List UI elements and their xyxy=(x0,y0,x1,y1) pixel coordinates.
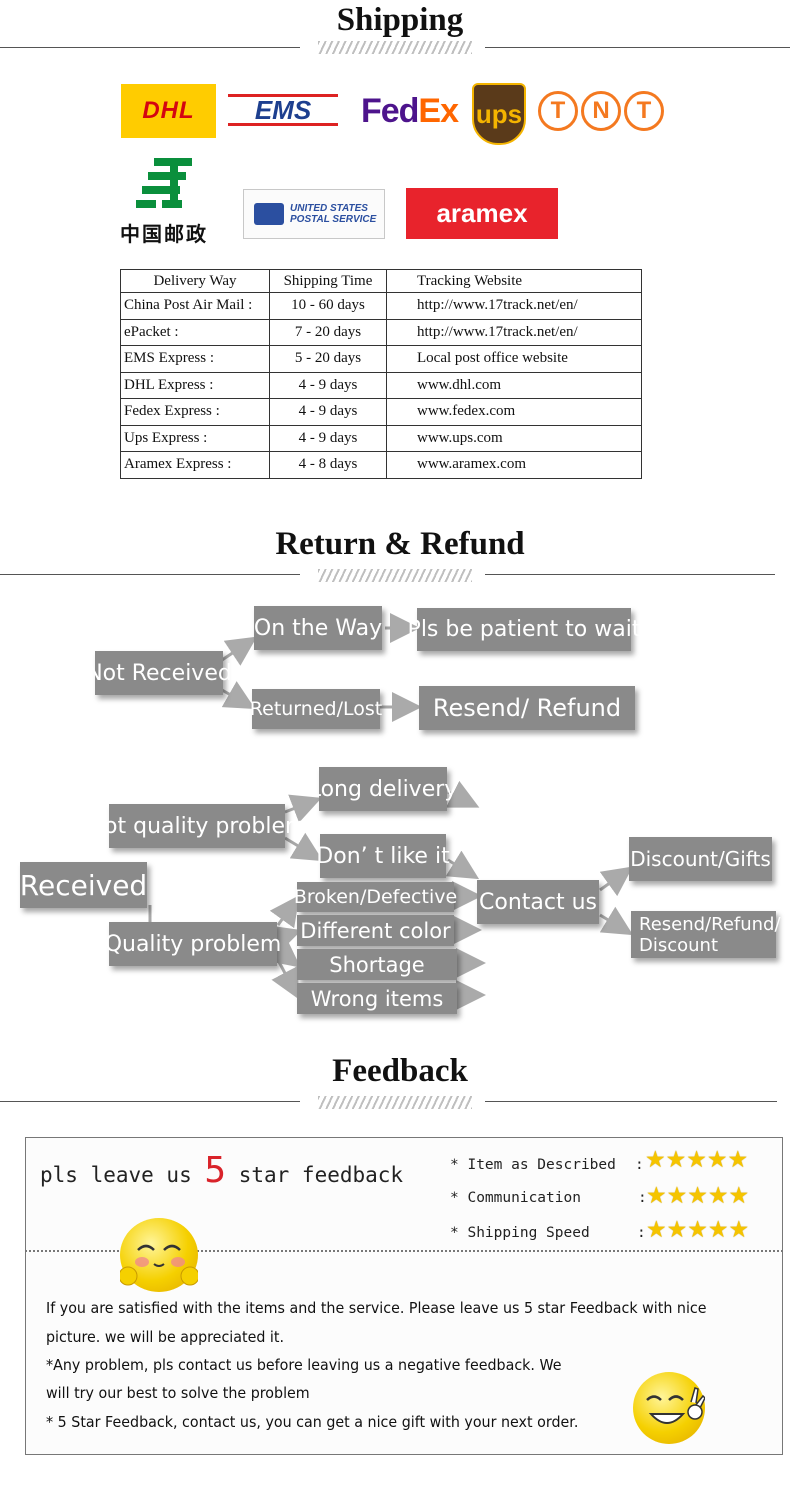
star-rating: ★★★★★ xyxy=(646,1182,750,1208)
rating-label: * Communication xyxy=(450,1190,581,1206)
table-header: Tracking Website xyxy=(386,269,642,293)
table-cell: www.dhl.com xyxy=(386,371,642,399)
ups-logo: ups xyxy=(472,83,526,145)
table-cell: EMS Express : xyxy=(120,345,270,373)
divider-right xyxy=(485,1101,777,1102)
on-the-way-box: On the Way xyxy=(254,606,382,650)
feedback-line: picture. we will be appreciated it. xyxy=(46,1328,285,1346)
table-cell: 4 - 9 days xyxy=(269,398,387,426)
discount-gifts-box: Discount/Gifts xyxy=(629,837,772,881)
shipping-table: Delivery Way Shipping Time Tracking Webs… xyxy=(120,269,642,479)
feedback-line: *Any problem, pls contact us before leav… xyxy=(46,1356,562,1374)
contact-us-box: Contact us xyxy=(477,880,599,924)
leave-feedback-heading: pls leave us 5 star feedback xyxy=(40,1150,404,1191)
not-received-box: Not Received xyxy=(86,651,232,695)
refund-title: Return & Refund xyxy=(0,526,800,563)
table-cell: DHL Express : xyxy=(120,371,270,399)
table-header: Delivery Way xyxy=(120,269,270,293)
divider-right xyxy=(485,47,790,48)
resend-refund-box: Resend/ Refund xyxy=(419,686,635,730)
star-rating: ★★★★★ xyxy=(645,1146,749,1172)
table-header-row: Delivery Way Shipping Time Tracking Webs… xyxy=(120,269,642,293)
rating-colon: : xyxy=(637,1225,646,1241)
divider-left xyxy=(0,1101,300,1102)
table-cell: Fedex Express : xyxy=(120,398,270,426)
divider-hatch xyxy=(318,41,472,54)
resend-refund-discount-box: Resend/Refund/ Discount xyxy=(631,911,781,958)
five-number: 5 xyxy=(204,1150,227,1191)
table-cell: 7 - 20 days xyxy=(269,318,387,346)
china-post-text: 中国邮政 xyxy=(120,221,208,246)
quality-problem-box: Quality problem xyxy=(105,922,281,966)
tnt-logo: T N T xyxy=(536,88,666,134)
rating-label: * Item as Described xyxy=(450,1157,616,1173)
shy-smiley-icon xyxy=(118,1218,200,1292)
tnt-letter: T xyxy=(624,91,664,131)
long-delivery-box: Long delivery xyxy=(309,767,457,811)
resend-refund-discount-line: Discount xyxy=(639,934,719,956)
different-color-box: Different color xyxy=(297,915,454,946)
table-cell: Aramex Express : xyxy=(120,451,270,479)
dhl-logo: DHL xyxy=(121,84,216,138)
table-cell: www.aramex.com xyxy=(386,451,642,479)
dont-like-box: Don’ t like it xyxy=(316,834,450,878)
divider-hatch xyxy=(318,1096,472,1109)
table-cell: 4 - 9 days xyxy=(269,424,387,452)
tnt-letter: N xyxy=(581,91,621,131)
wrong-items-box: Wrong items xyxy=(297,983,457,1014)
received-box: Received xyxy=(20,862,147,908)
shortage-box: Shortage xyxy=(297,949,457,980)
china-post-logo: 中国邮政 xyxy=(112,150,216,250)
aramex-logo: aramex xyxy=(406,188,558,239)
table-cell: China Post Air Mail : xyxy=(120,292,270,320)
feedback-title: Feedback xyxy=(0,1053,800,1090)
table-cell: www.ups.com xyxy=(386,424,642,452)
divider-left xyxy=(0,574,300,575)
rating-colon: : xyxy=(635,1157,644,1173)
feedback-line: If you are satisfied with the items and … xyxy=(46,1299,707,1317)
resend-refund-discount-line: Resend/Refund/ xyxy=(639,913,781,935)
divider-left xyxy=(0,47,300,48)
china-post-emblem-icon xyxy=(136,157,192,208)
tnt-letter: T xyxy=(538,91,578,131)
broken-defective-box: Broken/Defective xyxy=(294,882,457,912)
rating-label: * Shipping Speed xyxy=(450,1225,590,1241)
feedback-line: * 5 Star Feedback, contact us, you can g… xyxy=(46,1413,579,1431)
table-cell: www.fedex.com xyxy=(386,398,642,426)
ems-logo: EMS xyxy=(228,94,338,126)
table-cell: ePacket : xyxy=(120,318,270,346)
be-patient-box: Pls be patient to wait xyxy=(408,608,640,651)
shipping-title: Shipping xyxy=(0,2,800,39)
divider-right xyxy=(485,574,775,575)
table-cell: 5 - 20 days xyxy=(269,345,387,373)
rating-colon: : xyxy=(638,1190,647,1206)
victory-smiley-icon xyxy=(633,1372,706,1444)
feedback-divider xyxy=(25,1250,783,1252)
usps-eagle-icon xyxy=(254,203,284,225)
returned-lost-box: Returned/Lost xyxy=(250,689,382,729)
not-quality-problem-box: Not quality problem xyxy=(88,804,306,848)
feedback-line: will try our best to solve the problem xyxy=(46,1384,310,1402)
divider-hatch xyxy=(318,569,472,582)
star-rating: ★★★★★ xyxy=(646,1216,750,1242)
table-header: Shipping Time xyxy=(269,269,387,293)
